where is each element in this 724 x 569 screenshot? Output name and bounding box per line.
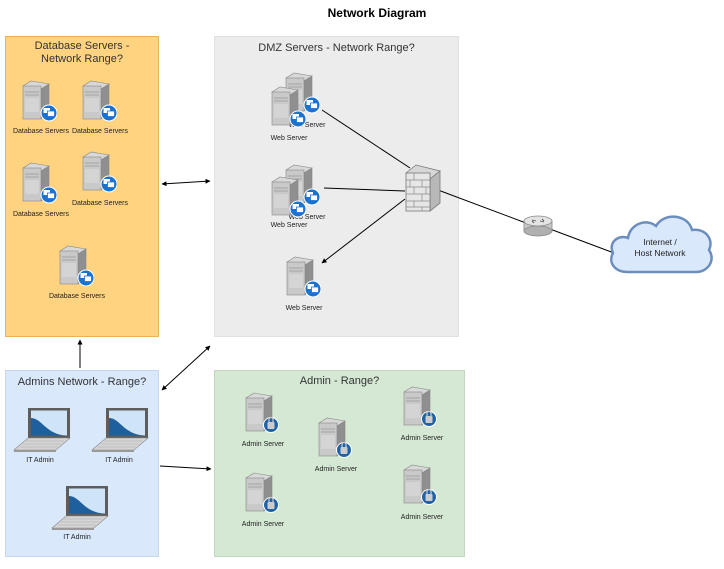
database-server-label: Database Servers bbox=[71, 200, 129, 207]
web-server-label: Web Server bbox=[285, 305, 323, 312]
database-server-label: Database Servers bbox=[12, 211, 70, 218]
link-firewall-web3 bbox=[321, 198, 406, 264]
server-icon[interactable] bbox=[402, 386, 438, 433]
laptop-icon[interactable] bbox=[50, 486, 110, 535]
server-icon[interactable] bbox=[402, 464, 438, 511]
cloud-label-line1: Internet / bbox=[643, 237, 677, 247]
link-admins-admin bbox=[159, 465, 212, 472]
router-icon[interactable] bbox=[523, 215, 553, 237]
web-server-back-label: Web Server bbox=[288, 122, 326, 129]
server-icon[interactable] bbox=[317, 417, 353, 464]
firewall-icon[interactable] bbox=[404, 163, 442, 213]
database-zone-title: Database Servers - Network Range? bbox=[34, 40, 130, 65]
server-icon[interactable] bbox=[270, 176, 307, 223]
link-db-dmz bbox=[161, 178, 211, 187]
web-server-back-label: Web Server bbox=[288, 214, 326, 221]
server-icon[interactable] bbox=[285, 256, 322, 303]
server-icon[interactable] bbox=[21, 80, 58, 127]
admin-server-label: Admin Server bbox=[241, 441, 285, 448]
link-router-cloud bbox=[549, 228, 615, 254]
dmz-zone-title: DMZ Servers - Network Range? bbox=[258, 42, 415, 54]
laptop-icon[interactable] bbox=[90, 408, 150, 457]
link-web2-firewall bbox=[323, 187, 406, 192]
diagram-title: Network Diagram bbox=[327, 6, 427, 20]
admin-server-label: Admin Server bbox=[400, 435, 444, 442]
admin-server-label: Admin Server bbox=[241, 521, 285, 528]
laptop-icon[interactable] bbox=[12, 408, 72, 457]
database-server-label: Database Servers bbox=[71, 128, 129, 135]
server-icon[interactable] bbox=[244, 472, 280, 519]
it-admin-laptop-label: IT Admin bbox=[63, 534, 91, 541]
server-icon[interactable] bbox=[58, 245, 95, 292]
database-server-label: Database Servers bbox=[12, 128, 70, 135]
database-server-label: Database Servers bbox=[48, 293, 106, 300]
server-icon[interactable] bbox=[244, 392, 280, 439]
cloud-icon[interactable] bbox=[606, 208, 716, 276]
server-icon[interactable] bbox=[270, 86, 307, 133]
it-admin-laptop-label: IT Admin bbox=[26, 457, 54, 464]
admin-server-label: Admin Server bbox=[400, 514, 444, 521]
it-admin-laptop-label: IT Admin bbox=[105, 457, 133, 464]
link-firewall-router bbox=[437, 189, 527, 224]
server-icon[interactable] bbox=[81, 151, 118, 198]
admin-zone-title: Admin - Range? bbox=[299, 375, 380, 387]
cloud-label-line2: Host Network bbox=[634, 248, 686, 258]
cloud-label: Internet / Host Network bbox=[610, 237, 710, 259]
admins-network-zone[interactable]: Admins Network - Range? bbox=[5, 370, 159, 557]
server-icon[interactable] bbox=[21, 162, 58, 209]
web-server-label: Web Server bbox=[270, 222, 308, 229]
server-icon[interactable] bbox=[81, 80, 118, 127]
link-web1-firewall bbox=[321, 109, 411, 169]
admin-server-label: Admin Server bbox=[314, 466, 358, 473]
web-server-label: Web Server bbox=[270, 135, 308, 142]
admins-network-zone-title: Admins Network - Range? bbox=[17, 376, 147, 388]
link-admins-dmz bbox=[161, 345, 211, 391]
